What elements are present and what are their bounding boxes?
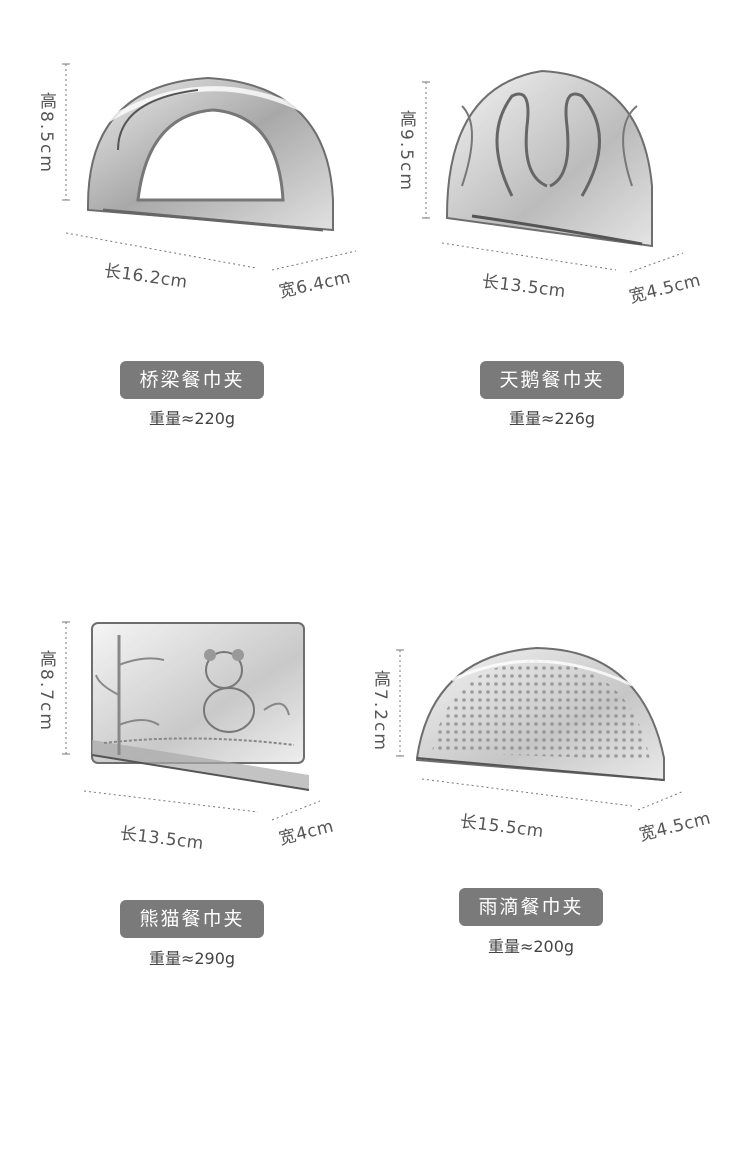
height-label: 高9.5cm (396, 110, 416, 192)
height-label: 高8.5cm (36, 92, 56, 174)
height-label: 高8.7cm (36, 650, 56, 732)
product-weight: 重量≈200g (487, 937, 575, 956)
swan-napkin-holder-image (442, 66, 657, 251)
raindrop-napkin-holder-image (412, 640, 670, 790)
height-label: 高7.2cm (370, 670, 390, 752)
bridge-napkin-holder-image (78, 60, 343, 240)
length-dimension-line (83, 790, 259, 813)
product-name-badge: 桥梁餐巾夹 (120, 361, 264, 399)
product-weight: 重量≈290g (148, 949, 236, 968)
product-name-badge: 熊猫餐巾夹 (120, 900, 264, 938)
product-weight: 重量≈226g (508, 409, 596, 428)
height-dimension-line (422, 81, 430, 219)
length-label: 长13.5cm (118, 823, 205, 855)
height-dimension-line (396, 649, 404, 757)
length-dimension-line (441, 242, 617, 271)
length-label: 长15.5cm (458, 811, 545, 843)
width-dimension-line (271, 800, 321, 821)
width-dimension-line (629, 252, 684, 273)
length-dimension-line (421, 778, 633, 807)
height-dimension-line (62, 63, 70, 201)
product-name-badge: 天鹅餐巾夹 (480, 361, 624, 399)
product-name-badge: 雨滴餐巾夹 (459, 888, 603, 926)
product-weight: 重量≈220g (148, 409, 236, 428)
height-dimension-line (62, 621, 70, 755)
panda-napkin-holder-image (84, 615, 314, 795)
width-dimension-line (637, 790, 685, 811)
length-dimension-line (65, 232, 257, 269)
width-dimension-line (271, 250, 357, 271)
